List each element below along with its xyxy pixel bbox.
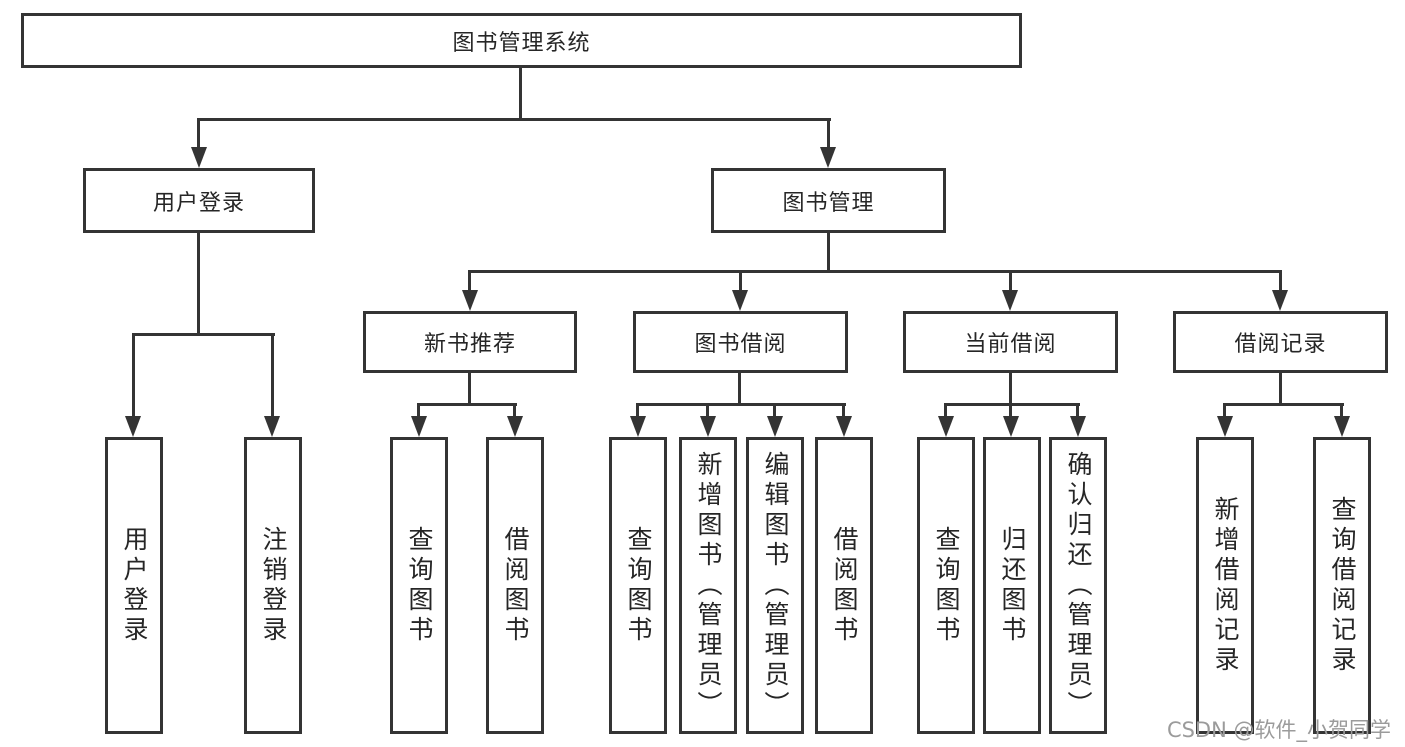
connector-stem [1279, 270, 1282, 293]
connector-nbr-rail [417, 403, 517, 406]
leaf-label: 查询图书 [405, 525, 434, 646]
connector-stem [1223, 403, 1226, 417]
leaf-nbr-query-books: 查询图书 [390, 437, 448, 734]
leaf-label: 新增图书（管理员） [694, 450, 723, 721]
leaf-label: 查询图书 [624, 525, 653, 646]
connector-book-mgmt-drop [827, 233, 830, 273]
connector-stem [827, 118, 830, 149]
connector-stem [773, 403, 776, 417]
node-label: 用户登录 [152, 190, 245, 216]
connector-stem [842, 403, 845, 417]
node-label: 借阅记录 [1234, 332, 1327, 357]
connector-stem [132, 333, 135, 417]
leaf-logout: 注销登录 [244, 437, 302, 734]
connector-stem [1009, 270, 1012, 293]
connector-stem [944, 403, 947, 417]
connector-stem [636, 403, 639, 417]
arrow-down-icon [1334, 416, 1350, 437]
arrow-down-icon [630, 416, 646, 437]
leaf-nbr-borrow-books: 借阅图书 [486, 437, 544, 734]
leaf-label: 查询图书 [932, 525, 961, 646]
connector-stem [271, 333, 274, 417]
node-label: 图书管理 [782, 190, 875, 216]
connector-user-login-drop [197, 233, 200, 336]
leaf-bb-borrow-books: 借阅图书 [815, 437, 873, 734]
connector-nbr-drop [468, 373, 471, 406]
connector-stem [197, 118, 200, 149]
arrow-down-icon [938, 416, 954, 437]
connector-user-login-rail [132, 333, 275, 336]
leaf-br-query-record: 查询借阅记录 [1313, 437, 1371, 734]
connector-root-drop [519, 68, 522, 120]
arrow-down-icon [767, 416, 783, 437]
connector-stem [706, 403, 709, 417]
connector-stem [1340, 403, 1343, 417]
arrow-down-icon [1070, 416, 1086, 437]
node-new-book-recommend: 新书推荐 [363, 311, 577, 373]
arrow-down-icon [125, 416, 141, 437]
leaf-label: 注销登录 [259, 525, 288, 646]
node-current-borrowing: 当前借阅 [903, 311, 1118, 373]
node-book-borrowing: 图书借阅 [633, 311, 848, 373]
leaf-label: 归还图书 [998, 525, 1027, 646]
node-book-management: 图书管理 [711, 168, 946, 233]
arrow-down-icon [264, 416, 280, 437]
connector-cb-rail [944, 403, 1080, 406]
connector-bb-drop [738, 373, 741, 405]
connector-stem [417, 403, 420, 417]
leaf-user-login: 用户登录 [105, 437, 163, 734]
leaf-bb-edit-books-admin: 编辑图书（管理员） [746, 437, 804, 734]
arrow-down-icon [507, 416, 523, 437]
leaf-label: 编辑图书（管理员） [761, 450, 790, 721]
leaf-cb-confirm-return-admin: 确认归还（管理员） [1049, 437, 1107, 734]
arrow-down-icon [411, 416, 427, 437]
node-user-login: 用户登录 [83, 168, 315, 233]
leaf-label: 确认归还（管理员） [1064, 450, 1093, 721]
leaf-label: 查询借阅记录 [1328, 495, 1357, 676]
leaf-label: 新增借阅记录 [1211, 495, 1240, 676]
connector-stem [739, 270, 742, 293]
arrow-down-icon [1003, 416, 1019, 437]
arrow-down-icon [1217, 416, 1233, 437]
connector-stem [468, 270, 471, 293]
node-label: 图书借阅 [694, 332, 787, 357]
node-label: 当前借阅 [964, 332, 1057, 357]
leaf-bb-query-books: 查询图书 [609, 437, 667, 734]
leaf-label: 借阅图书 [501, 525, 530, 646]
arrow-down-icon [732, 290, 748, 311]
arrow-down-icon [1272, 290, 1288, 311]
arrow-down-icon [836, 416, 852, 437]
connector-cb-drop [1009, 373, 1012, 405]
leaf-label: 用户登录 [120, 525, 149, 646]
node-label: 图书管理系统 [452, 30, 591, 56]
arrow-down-icon [700, 416, 716, 437]
connector-stem [1076, 403, 1079, 417]
connector-stem [513, 403, 516, 417]
arrow-down-icon [462, 290, 478, 311]
leaf-bb-add-books-admin: 新增图书（管理员） [679, 437, 737, 734]
leaf-cb-return-books: 归还图书 [983, 437, 1041, 734]
leaf-cb-query-books: 查询图书 [917, 437, 975, 734]
node-label: 新书推荐 [423, 332, 516, 357]
connector-root-rail [198, 118, 831, 121]
csdn-watermark: CSDN @软件_小贺同学 [1166, 718, 1391, 742]
node-library-management-system: 图书管理系统 [21, 13, 1022, 68]
leaf-br-add-record: 新增借阅记录 [1196, 437, 1254, 734]
arrow-down-icon [820, 147, 836, 168]
leaf-label: 借阅图书 [830, 525, 859, 646]
arrow-down-icon [1002, 290, 1018, 311]
connector-book-mgmt-rail [468, 270, 1282, 273]
connector-stem [1009, 403, 1012, 417]
connector-br-drop [1279, 373, 1282, 405]
connector-br-rail [1223, 403, 1344, 406]
arrow-down-icon [191, 147, 207, 168]
connector-bb-rail [636, 403, 846, 406]
node-borrowing-records: 借阅记录 [1173, 311, 1388, 373]
